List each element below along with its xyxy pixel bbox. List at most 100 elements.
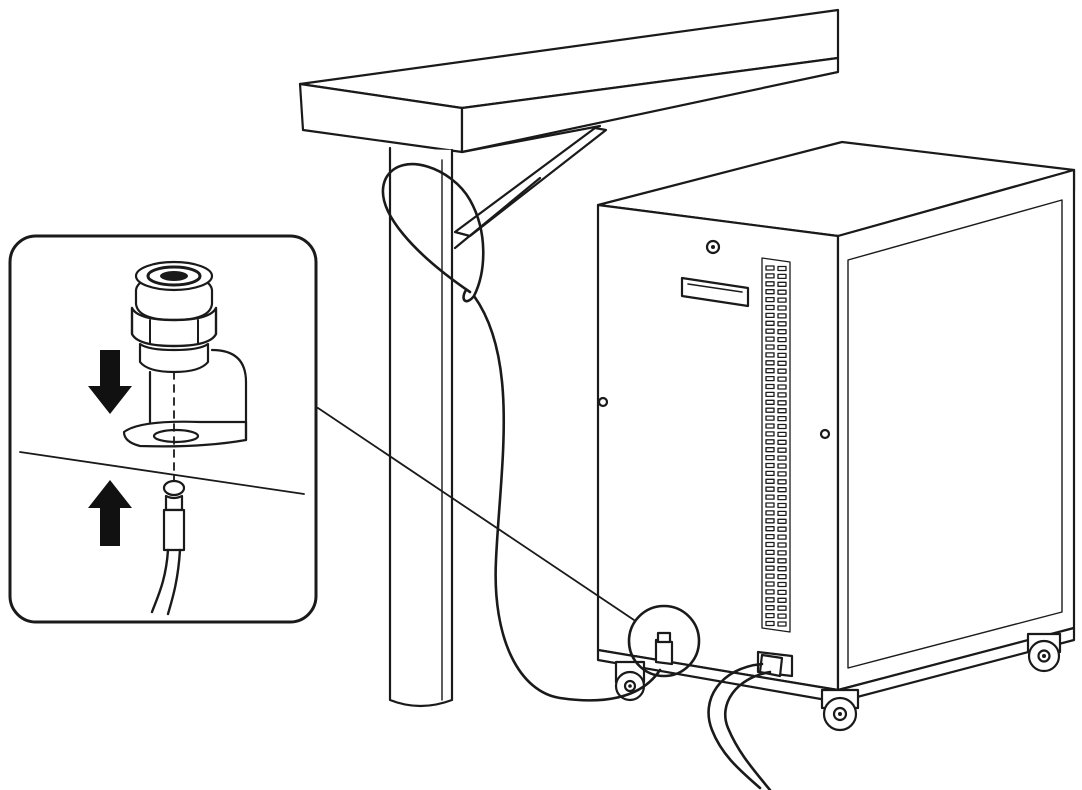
table-brace: [453, 126, 608, 238]
pin-icon: [150, 479, 186, 616]
vent-slot: [777, 344, 787, 351]
vent-slot: [777, 597, 787, 603]
vent-slot: [765, 470, 775, 477]
vent-slot: [777, 550, 787, 556]
vent-slot: [765, 265, 775, 271]
vent-slot: [777, 384, 787, 390]
vent-slot: [777, 589, 787, 596]
cable-lock-icon: [381, 162, 674, 702]
vent-slot: [765, 296, 775, 303]
vent-slot: [765, 415, 775, 421]
vent-slot: [777, 289, 787, 295]
vent-slot: [777, 305, 787, 311]
vent-slot: [765, 320, 775, 326]
cabinet-back-face: [596, 203, 840, 692]
vent-slot: [765, 439, 775, 445]
lock-head-icon: [130, 260, 218, 374]
vent-slot: [777, 502, 787, 509]
vent-slot: [777, 329, 787, 335]
vent-slot: [765, 518, 775, 524]
bracket-plate: [122, 420, 248, 448]
vent-slot: [765, 360, 775, 366]
vent-slot: [777, 368, 787, 374]
vent-slot: [765, 289, 775, 295]
vent-slot: [765, 605, 775, 611]
vent-slot: [777, 605, 787, 611]
callout-line: [317, 407, 635, 621]
vent-slot: [777, 281, 787, 287]
vent-slot: [777, 566, 787, 572]
vent-slot: [765, 478, 775, 484]
power-cord-icon: [707, 653, 784, 790]
screw-icon: [705, 239, 721, 255]
screw-icon: [597, 396, 609, 408]
table-icon: [298, 8, 840, 708]
vent-slot: [777, 352, 787, 359]
vent-slot: [777, 400, 787, 406]
cabinet-side-panel: [847, 199, 1063, 669]
vent-slot: [777, 621, 787, 627]
table-side-edge: [460, 56, 840, 154]
vent-slot: [777, 297, 787, 303]
cabinet-side-face: [836, 168, 1076, 692]
vent-slot: [777, 518, 787, 524]
vent-slot: [765, 581, 775, 587]
vent-slot: [765, 454, 775, 461]
vent-slot: [777, 265, 787, 272]
cable-run: [472, 294, 662, 702]
vent-slot: [765, 344, 775, 350]
bracket-hole: [152, 428, 200, 444]
vent-slot: [777, 431, 787, 438]
vent-slot: [777, 581, 787, 588]
vent-slot: [765, 273, 775, 279]
vent-slot: [777, 376, 787, 382]
vent-slot: [765, 620, 775, 627]
vent-slot: [777, 455, 787, 461]
vent-slot: [765, 565, 775, 571]
table-leg: [388, 146, 454, 708]
vent-slot: [777, 463, 787, 469]
vent-slot: [765, 336, 775, 342]
vent-slot: [777, 447, 787, 453]
vent-slot: [765, 383, 775, 390]
vent-slot: [765, 502, 775, 508]
vent-slot: [765, 589, 775, 595]
callout-circle: [627, 604, 701, 678]
vent-slot: [765, 375, 775, 382]
vent-slot: [777, 526, 787, 532]
vent-slot: [765, 399, 775, 405]
vent-slot: [777, 613, 787, 619]
vent-slot: [765, 447, 775, 453]
vent-slot: [765, 352, 775, 358]
bracket-upright: [210, 348, 248, 442]
vent-slot: [765, 549, 775, 556]
vent-slot: [777, 360, 787, 366]
vent-slot: [777, 313, 787, 319]
vent-slot: [765, 573, 775, 579]
vent-slot: [765, 312, 775, 319]
up-arrow-icon: [88, 480, 132, 546]
vent-slot: [777, 573, 787, 580]
lock-head: [654, 638, 674, 666]
cable-loop: [381, 162, 485, 303]
vent-slot: [765, 597, 775, 603]
vent-slot: [765, 407, 775, 413]
vent-slot: [765, 533, 775, 540]
vent-slot: [765, 494, 775, 500]
vent-slot: [777, 336, 787, 343]
vent-slot: [777, 273, 787, 280]
vent-slot: [777, 423, 787, 430]
screw-icon: [819, 428, 831, 440]
vent-slot: [777, 487, 787, 493]
vent-slot: [777, 542, 787, 548]
vent-slot: [765, 557, 775, 563]
detail-inset: [8, 234, 318, 624]
vent-slot: [765, 612, 775, 619]
cabinet-icon: [596, 140, 1076, 704]
table-brace-lower: [453, 176, 542, 250]
vent-slot: [777, 510, 787, 517]
vent-slot: [765, 526, 775, 532]
vent-slot: [765, 510, 775, 516]
vent-slot: [777, 479, 787, 485]
